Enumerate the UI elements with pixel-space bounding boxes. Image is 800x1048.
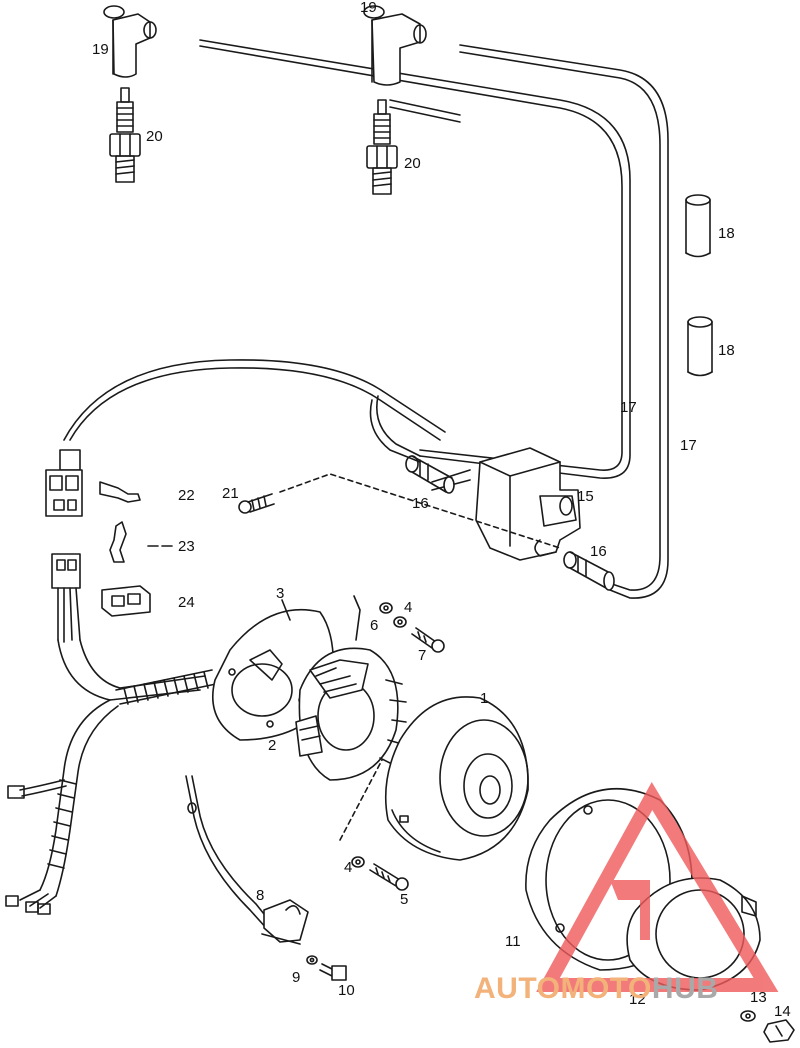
suppressor-cap-16-lower — [563, 551, 615, 591]
callout-labels: 1 2 3 4 4 5 6 7 8 9 10 11 12 13 14 15 16… — [92, 0, 791, 1020]
connector-lower — [51, 553, 206, 701]
bolt-14 — [763, 1019, 795, 1043]
pickup-sensor-8 — [261, 899, 309, 945]
screw-7 — [411, 627, 445, 653]
callout-10: 10 — [338, 982, 355, 999]
rotor-1 — [384, 696, 529, 861]
callout-19-right: 19 — [360, 0, 377, 16]
dash-line-bolt-21 — [279, 473, 561, 549]
pickup-lead — [185, 775, 273, 931]
watermark-triangle-icon — [536, 781, 779, 992]
washer-4-lower — [351, 856, 365, 868]
loom-spiral-sleeve — [115, 669, 217, 705]
watermark-logo — [536, 781, 779, 992]
wiring-loom-upper — [63, 359, 446, 463]
terminal-22 — [99, 481, 141, 503]
callout-20-right: 20 — [404, 155, 421, 172]
washer-9 — [306, 955, 318, 965]
callout-6: 6 — [370, 617, 378, 634]
ignition-coil-15 — [431, 447, 581, 561]
callout-1: 1 — [480, 690, 488, 707]
spark-plug-cap-right — [363, 5, 427, 86]
watermark-brand-prefix: AUTOMOTO — [474, 972, 652, 1005]
callout-16-lower: 16 — [590, 543, 607, 560]
callout-23: 23 — [178, 538, 195, 555]
ht-lead-17-left — [199, 39, 631, 479]
bolt-21 — [238, 493, 275, 514]
washer-13 — [740, 1010, 756, 1022]
callout-5: 5 — [400, 891, 408, 908]
callout-13: 13 — [750, 989, 767, 1006]
callout-14: 14 — [774, 1003, 791, 1020]
callout-17-left: 17 — [620, 399, 637, 416]
spark-plug-cap-left — [103, 5, 157, 78]
callout-2: 2 — [268, 737, 276, 754]
callout-16-upper: 16 — [412, 495, 429, 512]
callout-9: 9 — [292, 969, 300, 986]
watermark-text: AUTOMOTOHUB — [474, 972, 718, 1005]
callout-3: 3 — [276, 585, 284, 602]
watermark-inner-mark-icon — [610, 880, 650, 940]
callout-4-lower: 4 — [344, 859, 352, 876]
spark-plug-left — [109, 87, 141, 183]
ht-lead-17-right — [389, 44, 669, 599]
screw-5 — [369, 863, 409, 891]
suppressor-cap-16-upper — [405, 455, 455, 494]
callout-17-right: 17 — [680, 437, 697, 454]
callout-18-lower: 18 — [718, 342, 735, 359]
bolt-10 — [319, 963, 347, 981]
callout-4-upper: 4 — [404, 599, 412, 616]
plug-housing-24 — [101, 585, 151, 617]
sleeve-18-upper — [685, 194, 711, 258]
callout-8: 8 — [256, 887, 264, 904]
washer-4-upper — [393, 616, 407, 628]
connector-block — [45, 449, 83, 517]
callout-19-left: 19 — [92, 41, 109, 58]
callout-15: 15 — [577, 488, 594, 505]
terminal-23 — [109, 521, 173, 563]
callout-22: 22 — [178, 487, 195, 504]
watermark-brand-suffix: HUB — [652, 972, 719, 1005]
sleeve-18-lower — [687, 316, 713, 377]
stator-2 — [295, 595, 407, 781]
dash-line-rotor — [339, 759, 383, 841]
spark-plug-right — [366, 99, 398, 195]
callout-12: 12 — [629, 991, 646, 1008]
washer-6 — [379, 602, 393, 614]
callout-18-upper: 18 — [718, 225, 735, 242]
callout-20-left: 20 — [146, 128, 163, 145]
callout-21: 21 — [222, 485, 239, 502]
callout-11: 11 — [505, 933, 521, 950]
callout-24: 24 — [178, 594, 195, 611]
loom-lower-branch — [5, 699, 119, 915]
callout-7: 7 — [418, 647, 426, 664]
